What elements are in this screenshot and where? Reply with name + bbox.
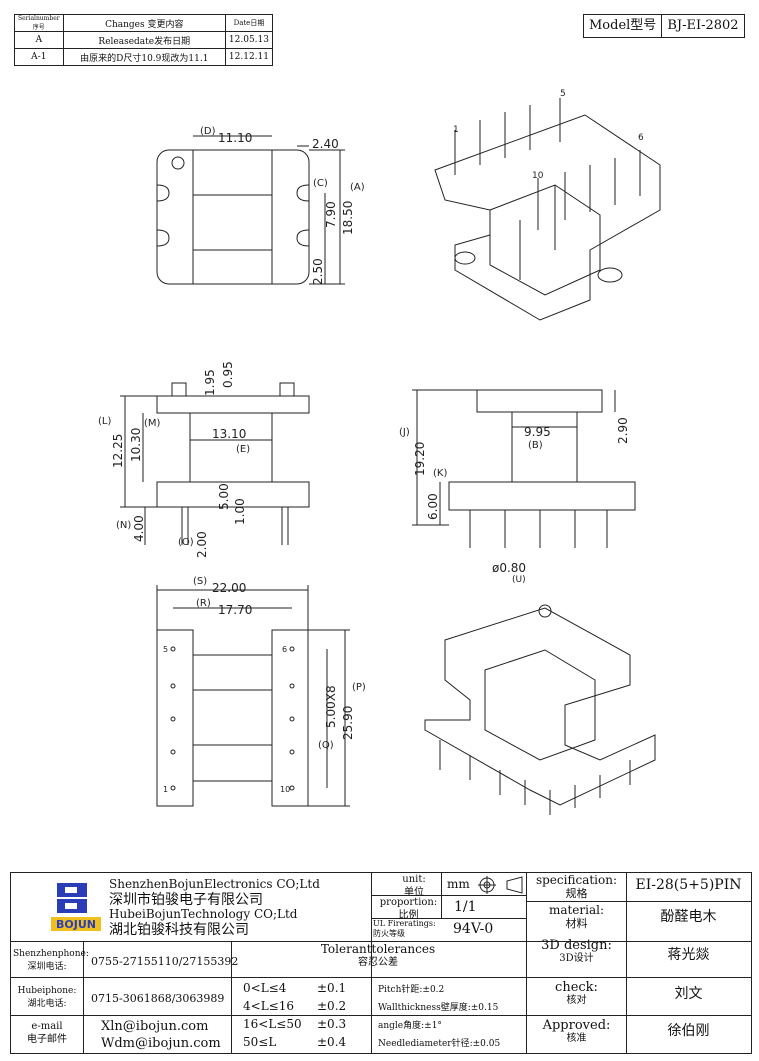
dim-value: 19.20 bbox=[413, 442, 427, 476]
model-box: Model型号 BJ-EI-2802 bbox=[583, 14, 745, 38]
dim-value: 9.95 bbox=[524, 425, 551, 439]
dim-value: 2.90 bbox=[616, 417, 630, 444]
proportion-label: proportion:比例 bbox=[379, 897, 438, 921]
dim-value: 1.95 bbox=[203, 369, 217, 396]
dim-value: 22.00 bbox=[212, 581, 246, 595]
dim-label: (B) bbox=[528, 440, 543, 451]
logo-text: BOJUN bbox=[56, 918, 96, 931]
dim-label: (U) bbox=[512, 575, 526, 585]
unit-label: unit:单位 bbox=[402, 874, 426, 898]
dim-value: 13.10 bbox=[212, 427, 246, 441]
hb-phone: 0715-3061868/3063989 bbox=[91, 992, 225, 1005]
dim-label: (M) bbox=[144, 418, 161, 429]
sz-phone-label: Shenzhenphone:深圳电话: bbox=[13, 949, 89, 972]
hb-phone-label: Hubeiphone:湖北电话: bbox=[17, 986, 77, 1009]
revision-table: Serialnumber序号 Changes 变更内容 Date日期 A Rel… bbox=[14, 14, 274, 66]
dim-value: 12.25 bbox=[111, 434, 125, 468]
pin-number: 6 bbox=[638, 133, 644, 143]
dim-label: (N) bbox=[116, 520, 131, 531]
pin-number: 10 bbox=[532, 171, 544, 181]
rev-change: 由原来的D尺寸10.9现改为11.1 bbox=[62, 48, 226, 66]
bottom-view bbox=[156, 585, 350, 807]
company-logo: BOJUN bbox=[51, 881, 101, 933]
iso-view-bottom bbox=[424, 604, 656, 815]
dim-value: 2.00 bbox=[195, 531, 209, 558]
mounting-hole bbox=[171, 156, 185, 170]
dim-value: 0.95 bbox=[221, 361, 235, 388]
top-view bbox=[156, 135, 345, 285]
model-value: BJ-EI-2802 bbox=[667, 18, 739, 33]
side-view bbox=[412, 389, 636, 548]
dim-value: 2.40 bbox=[312, 137, 339, 151]
dim-label: (D) bbox=[200, 126, 216, 137]
design-label: 3D design:3D设计 bbox=[541, 938, 612, 964]
dim-value: 18.50 bbox=[341, 201, 355, 235]
material-label: material:材料 bbox=[548, 903, 605, 931]
dim-label: (S) bbox=[193, 576, 207, 587]
check-label: check:核对 bbox=[555, 980, 598, 1006]
dim-value: 11.10 bbox=[218, 131, 252, 145]
front-view bbox=[120, 382, 310, 545]
dim-value: ø0.80 bbox=[492, 561, 526, 575]
pin-number: 1 bbox=[453, 125, 459, 135]
dim-label: (J) bbox=[399, 427, 410, 438]
proportion-value: 1/1 bbox=[454, 899, 477, 915]
company-en-hb: HubeiBojunTechnology CO;Ltd bbox=[109, 907, 298, 921]
dim-value: 7.90 bbox=[324, 201, 338, 228]
company-cn-sz: 深圳市铂骏电子有限公司 bbox=[109, 892, 263, 908]
ul-label: UL Fireratings:防火等级 bbox=[373, 919, 436, 938]
check-value: 刘文 bbox=[674, 986, 703, 1002]
company-cn-hb: 湖北铂骏科技有限公司 bbox=[109, 922, 249, 938]
dim-label: (A) bbox=[350, 182, 365, 193]
dim-value: 10.30 bbox=[129, 428, 143, 462]
tolerance-values: ±0.1±0.2±0.3±0.4 bbox=[317, 981, 347, 1049]
dim-value: 25.90 bbox=[341, 706, 355, 740]
dim-label: (K) bbox=[433, 468, 447, 479]
spec-value: EI-28(5+5)PIN bbox=[635, 877, 742, 893]
pin-number: 6 bbox=[282, 645, 287, 654]
iso-view-top bbox=[434, 98, 661, 321]
unit-value: mm bbox=[447, 877, 470, 891]
title-block: BOJUN ShenzhenBojunElectronics CO;Ltd 深圳… bbox=[10, 872, 752, 1054]
dim-label: (Q) bbox=[318, 740, 334, 751]
material-value: 酚醛电木 bbox=[660, 909, 717, 925]
model-label: Model型号 bbox=[584, 15, 663, 37]
sz-phone: 0755-27155110/27155392 bbox=[91, 955, 239, 968]
projection-symbol bbox=[478, 876, 523, 894]
dim-value: 1.00 bbox=[233, 498, 247, 525]
company-en-sz: ShenzhenBojunElectronics CO;Ltd bbox=[109, 877, 320, 891]
dim-label: (R) bbox=[196, 598, 211, 609]
dim-value: 5.00 bbox=[217, 483, 231, 510]
rev-date: 12.12.11 bbox=[224, 48, 274, 66]
rev-serial: A-1 bbox=[14, 48, 64, 66]
dim-label: (C) bbox=[313, 178, 328, 189]
approved-value: 徐伯刚 bbox=[667, 1023, 710, 1039]
dim-label: (P) bbox=[352, 682, 366, 693]
pin-number: 5 bbox=[560, 89, 566, 99]
dim-value: 2.50 bbox=[311, 258, 325, 285]
dim-label: (O) bbox=[178, 537, 194, 548]
approved-label: Approved:核准 bbox=[542, 1018, 611, 1044]
pin-number: 10 bbox=[280, 785, 290, 794]
spec-label: specification:规格 bbox=[535, 873, 618, 901]
ul-value: 94V-0 bbox=[453, 921, 494, 937]
dim-value: 5.00X8 bbox=[324, 685, 338, 728]
top-view-outline bbox=[156, 149, 310, 285]
design-value: 蒋光燚 bbox=[667, 947, 710, 963]
dim-label: (L) bbox=[98, 416, 111, 427]
dim-label: (E) bbox=[236, 444, 250, 455]
dim-value: 4.00 bbox=[132, 515, 146, 542]
dim-value: 6.00 bbox=[426, 493, 440, 520]
pin-number: 5 bbox=[163, 645, 168, 654]
technical-drawing: (D) 11.10 2.40 (C) (A) 18.50 7.90 2.50 1… bbox=[98, 89, 661, 815]
pin-number: 1 bbox=[163, 785, 168, 794]
dim-value: 17.70 bbox=[218, 603, 252, 617]
